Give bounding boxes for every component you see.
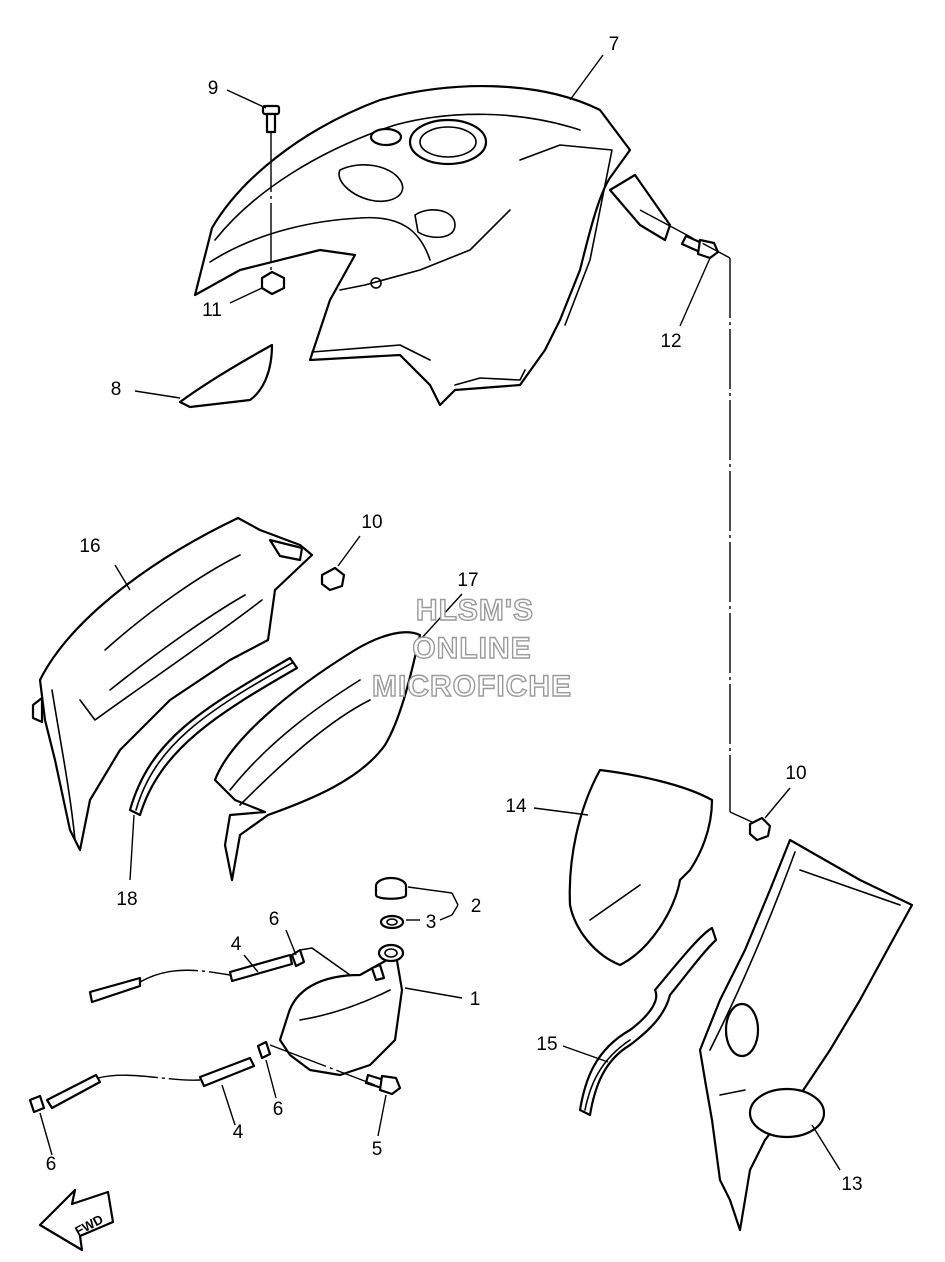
grommet-10-left [320, 566, 346, 592]
callout-7: 7 [609, 34, 620, 55]
forward-arrow-icon: FWD [38, 1188, 115, 1252]
callout-5: 5 [372, 1139, 383, 1160]
callout-14: 14 [505, 796, 527, 817]
callout-16: 16 [79, 536, 100, 557]
grommet-10-right [748, 816, 772, 842]
callout-11: 11 [202, 300, 222, 321]
alignment-line [639, 209, 753, 823]
clamp-6-upper [290, 948, 306, 968]
callout-numbers: 7 9 11 8 12 16 10 17 18 14 10 2 3 1 4 6 … [46, 34, 863, 1195]
nut-11 [260, 270, 286, 296]
callout-10-right: 10 [785, 763, 806, 784]
damper-strip [128, 656, 299, 817]
side-panel-inner [213, 631, 422, 882]
bolt-5 [364, 1073, 402, 1096]
clamp-6-middle [256, 1040, 272, 1060]
callout-10-left: 10 [361, 512, 382, 533]
callout-13: 13 [841, 1174, 862, 1195]
callout-15: 15 [536, 1034, 557, 1055]
callout-3: 3 [426, 912, 437, 933]
bolt-12 [680, 234, 720, 260]
leader-lines [39, 54, 841, 1171]
callout-1: 1 [470, 989, 481, 1010]
callout-18: 18 [116, 889, 137, 910]
callout-4-upper: 4 [231, 934, 242, 955]
watermark: HLSM'S ONLINE MICROFICHE [371, 593, 572, 703]
side-cover-right [698, 838, 914, 1232]
callout-2: 2 [471, 896, 482, 917]
callout-4-lower: 4 [233, 1122, 244, 1143]
reservoir-tank [278, 943, 405, 1077]
side-panel-left [31, 516, 314, 852]
hose-lower [45, 1056, 256, 1110]
callout-17: 17 [457, 570, 478, 591]
callout-12: 12 [660, 331, 681, 352]
fuel-tank-cover [193, 84, 672, 407]
emblem-decal [178, 343, 274, 409]
watermark-line1: HLSM'S [416, 594, 534, 627]
hose-upper [88, 947, 351, 1004]
reservoir-cap [374, 876, 408, 900]
watermark-line2: ONLINE [412, 632, 531, 665]
damper-right [578, 926, 718, 1117]
watermark-line3: MICROFICHE [372, 670, 572, 703]
side-emblem [568, 768, 714, 967]
cap-washer [379, 914, 405, 930]
clamp-6-lower [28, 1094, 46, 1114]
callout-6-upper: 6 [269, 909, 280, 930]
hose-connector-line [269, 1044, 376, 1086]
callout-6-middle: 6 [273, 1099, 284, 1120]
screw-9 [261, 104, 281, 270]
callout-6-lower: 6 [46, 1154, 57, 1175]
callout-8: 8 [111, 379, 122, 400]
callout-9: 9 [208, 78, 219, 99]
